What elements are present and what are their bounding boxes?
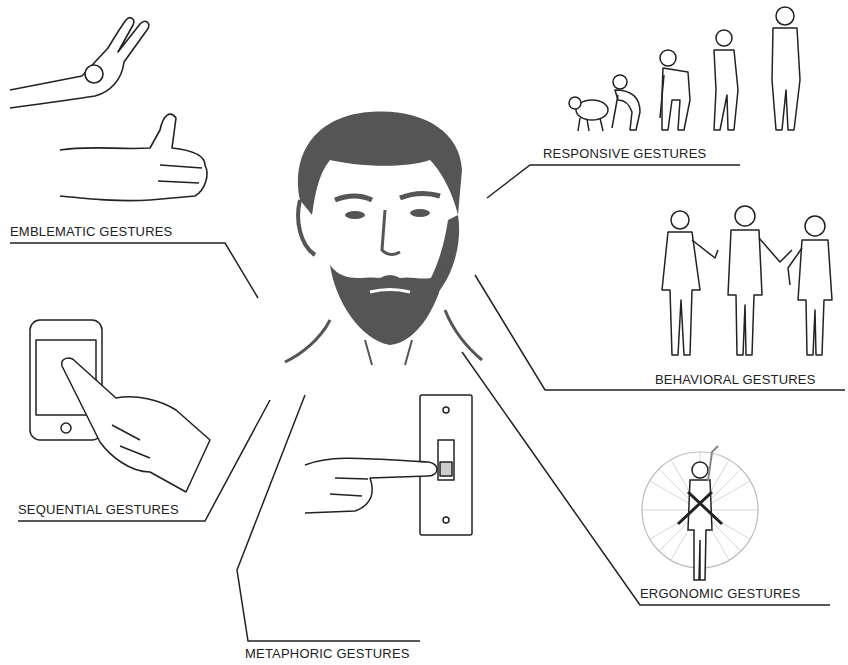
figure-body <box>662 68 690 130</box>
figure-limbs <box>578 118 603 131</box>
leader-line <box>475 275 845 390</box>
figure-head <box>569 97 581 109</box>
leader-line <box>462 352 830 605</box>
category-label: BEHAVIORAL GESTURES <box>655 372 816 388</box>
person-head <box>671 211 689 229</box>
eyebrow <box>335 196 372 200</box>
category-label: ERGONOMIC GESTURES <box>640 586 800 602</box>
light-switch <box>305 395 472 535</box>
person-head <box>735 206 755 226</box>
leader-line <box>237 395 420 641</box>
person-body <box>662 232 700 355</box>
leader-lines <box>10 165 845 641</box>
face-contour <box>298 200 315 255</box>
category-label: EMBLEMATIC GESTURES <box>10 224 172 240</box>
figure-limbs <box>660 75 664 118</box>
finger-line <box>112 425 150 458</box>
figure-body <box>772 28 800 130</box>
person-arm <box>692 240 718 258</box>
mouth <box>370 290 410 293</box>
ergonomic-figure <box>642 446 758 580</box>
leader-line <box>487 165 740 198</box>
screw <box>443 407 449 413</box>
category-label: RESPONSIVE GESTURES <box>543 146 706 162</box>
pointing-hand <box>305 458 437 513</box>
ok-ring <box>85 65 103 83</box>
person-body <box>728 230 762 355</box>
figure-body <box>714 50 738 130</box>
home-button <box>61 423 71 433</box>
person-arm <box>788 248 802 285</box>
ok-hand <box>10 18 149 108</box>
figure-head <box>660 50 676 66</box>
eye <box>410 209 430 217</box>
emblem-hands <box>10 18 207 201</box>
finger-line <box>158 165 202 183</box>
neck-line <box>365 340 412 365</box>
figure-head <box>692 462 708 478</box>
screw <box>443 517 449 523</box>
switch-toggle <box>440 462 452 476</box>
leader-line <box>10 243 258 298</box>
person-arm <box>759 238 792 262</box>
raised-arm <box>708 446 718 481</box>
hair <box>298 112 462 215</box>
finger-line <box>330 478 368 496</box>
beard <box>330 265 445 345</box>
figure-limbs <box>612 95 618 128</box>
eyebrow <box>400 193 440 198</box>
evolution-figures <box>569 7 800 131</box>
crossed-arms <box>678 492 722 524</box>
thumbs-up-hand <box>60 114 207 200</box>
person-body <box>798 240 832 355</box>
eye <box>345 211 365 219</box>
shoulder-line <box>445 310 482 360</box>
smartphone <box>30 320 210 492</box>
category-label: METAPHORIC GESTURES <box>245 646 410 662</box>
figure-head <box>613 75 627 89</box>
figure-body <box>615 90 640 130</box>
touching-hand <box>62 358 210 492</box>
switch-frame <box>438 440 454 480</box>
person-head <box>805 216 825 236</box>
face-portrait <box>285 112 482 365</box>
nose <box>382 210 400 255</box>
category-label: SEQUENTIAL GESTURES <box>18 502 179 518</box>
figure-head <box>776 7 794 25</box>
talking-people <box>662 206 832 355</box>
shoulder-line <box>285 320 330 362</box>
figure-head <box>716 30 732 46</box>
